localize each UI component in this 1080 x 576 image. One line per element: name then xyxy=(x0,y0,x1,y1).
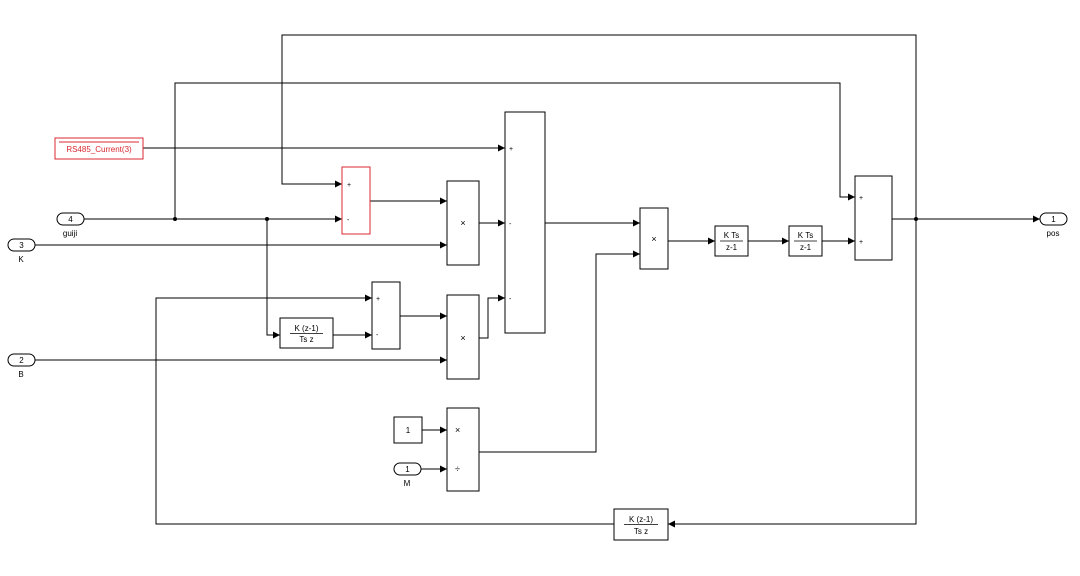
derivative-denominator: Ts z xyxy=(634,527,648,536)
outport-shape xyxy=(1039,212,1068,226)
sum-block-shape xyxy=(371,281,401,350)
product-symbol: × xyxy=(651,234,656,244)
outport-pos[interactable]: 1 pos xyxy=(1039,212,1068,238)
wire-guiji-to-final-sum[interactable] xyxy=(174,82,855,219)
inport-k[interactable]: 3 K xyxy=(7,238,36,264)
inport-m[interactable]: 1 M xyxy=(393,462,422,488)
sum-sign-plus: + xyxy=(347,182,351,189)
product-symbol: × xyxy=(460,333,465,343)
wire-guiji-to-derivative[interactable] xyxy=(266,219,280,339)
sum-block-shape xyxy=(504,111,546,334)
product-block-stiffness[interactable]: × xyxy=(446,180,480,266)
junction-dot xyxy=(173,217,177,221)
outport-number: 1 xyxy=(1051,215,1056,224)
sum-block-velocity[interactable]: + - xyxy=(371,281,401,350)
inport-shape xyxy=(7,353,36,367)
sum-sign-minus: - xyxy=(347,217,350,224)
derivative-block-bottom[interactable]: K (z-1) Ts z xyxy=(613,508,669,541)
sum-sign-plus: + xyxy=(859,195,863,202)
sum-sign-plus: + xyxy=(859,239,863,246)
product-block-shape xyxy=(446,294,480,380)
integrator-numerator: K Ts xyxy=(798,231,813,240)
wire-product2-to-big-sum[interactable] xyxy=(479,294,505,339)
inport-label: B xyxy=(18,370,23,379)
integrator-numerator: K Ts xyxy=(724,231,739,240)
integrator-block-position[interactable]: K Ts z-1 xyxy=(788,225,823,257)
constant-value: 1 xyxy=(406,426,411,435)
wire-bottom-feedback[interactable] xyxy=(668,219,917,528)
derivative-block-shape xyxy=(279,317,334,349)
sum-sign-minus: - xyxy=(376,332,379,339)
wire-bottom-derivative-to-lower-sum[interactable] xyxy=(155,294,614,525)
product-symbol: × xyxy=(455,425,460,435)
inport-number: 3 xyxy=(19,241,24,250)
derivative-numerator: K (z-1) xyxy=(629,515,653,524)
product-block-shape xyxy=(446,180,480,266)
derivative-numerator: K (z-1) xyxy=(295,324,319,333)
wire-pos-feedback-top[interactable] xyxy=(281,34,917,219)
sum-block-shape xyxy=(341,166,371,235)
sum-block-force[interactable]: + - - xyxy=(504,111,546,334)
sum-sign-plus: + xyxy=(376,296,380,303)
inport-label: K xyxy=(18,255,24,264)
sum-block-shape xyxy=(854,175,893,261)
inport-number: 4 xyxy=(68,215,73,224)
sum-sign-minus: - xyxy=(509,221,512,228)
sum-sign-plus: + xyxy=(509,146,513,153)
goto-block-label: RS485_Current(3) xyxy=(66,145,132,154)
sum-block-output[interactable]: + + xyxy=(854,175,893,261)
integrator-denominator: z-1 xyxy=(726,243,738,252)
goto-block-rs485[interactable]: RS485_Current(3) xyxy=(54,137,144,160)
junction-dot xyxy=(914,217,918,221)
product-symbol: × xyxy=(460,218,465,228)
constant-block-shape xyxy=(393,416,423,444)
product-block-damping[interactable]: × xyxy=(446,294,480,380)
inport-label: M xyxy=(404,479,411,488)
divide-symbol: ÷ xyxy=(455,464,460,474)
inport-shape xyxy=(56,212,85,226)
integrator-block-velocity[interactable]: K Ts z-1 xyxy=(714,225,749,257)
inport-shape xyxy=(7,238,36,252)
signal-lines xyxy=(35,34,1040,528)
derivative-block-upper[interactable]: K (z-1) Ts z xyxy=(279,317,334,349)
inport-label: guiji xyxy=(63,229,77,238)
derivative-denominator: Ts z xyxy=(299,335,313,344)
divide-block-mass[interactable]: × ÷ xyxy=(446,407,480,492)
junction-dot xyxy=(265,217,269,221)
product-block-shape xyxy=(639,207,669,270)
wire-divide-to-product[interactable] xyxy=(479,250,640,453)
product-block-acceleration[interactable]: × xyxy=(639,207,669,270)
inport-number: 1 xyxy=(405,465,410,474)
inport-number: 2 xyxy=(19,356,24,365)
inport-b[interactable]: 2 B xyxy=(7,353,36,379)
divide-block-shape xyxy=(446,407,480,492)
constant-block[interactable]: 1 xyxy=(393,416,423,444)
outport-label: pos xyxy=(1047,229,1060,238)
inport-guiji[interactable]: 4 guiji xyxy=(56,212,85,238)
integrator-denominator: z-1 xyxy=(800,243,812,252)
sum-sign-minus: - xyxy=(509,296,512,303)
inport-shape xyxy=(393,462,422,476)
goto-block-shape xyxy=(54,137,144,160)
sum-block-error[interactable]: + - xyxy=(341,166,371,235)
